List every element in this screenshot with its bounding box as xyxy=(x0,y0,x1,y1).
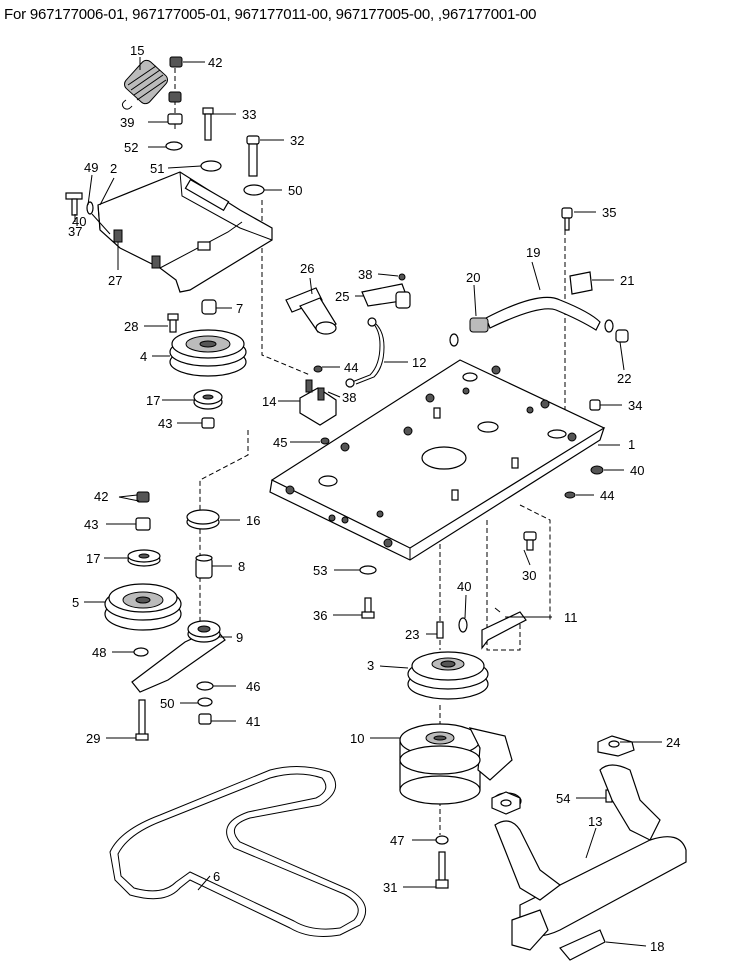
callout-4: 4 xyxy=(140,349,147,364)
callout-52: 52 xyxy=(124,140,138,155)
idler-upper xyxy=(193,389,223,429)
callout-30: 30 xyxy=(522,568,536,583)
callout-40-center: 40 xyxy=(457,579,471,594)
hose-fittings-upper xyxy=(285,273,411,335)
callout-48: 48 xyxy=(92,645,106,660)
callout-44-upper: 44 xyxy=(344,360,358,375)
callout-14: 14 xyxy=(262,394,276,409)
callout-17-lower: 17 xyxy=(86,551,100,566)
leader-lines xyxy=(74,57,662,947)
callout-42-upper: 42 xyxy=(208,55,222,70)
spacer-and-bolt xyxy=(167,299,217,333)
callout-34: 34 xyxy=(628,398,642,413)
callout-3: 3 xyxy=(367,658,374,673)
callout-31: 31 xyxy=(383,880,397,895)
callout-49: 49 xyxy=(84,160,98,175)
callout-47: 47 xyxy=(390,833,404,848)
callout-50-upper: 50 xyxy=(288,183,302,198)
page-title: For 967177006-01, 967177005-01, 96717701… xyxy=(4,6,537,23)
callout-54: 54 xyxy=(556,791,570,806)
callout-18: 18 xyxy=(650,939,664,954)
callout-1: 1 xyxy=(628,437,635,452)
solenoid-and-wire xyxy=(299,317,385,445)
idler-arm xyxy=(131,509,226,741)
callout-38-upper: 38 xyxy=(358,267,372,282)
callout-45: 45 xyxy=(273,435,287,450)
callout-29: 29 xyxy=(86,731,100,746)
callout-35: 35 xyxy=(602,205,616,220)
callout-20: 20 xyxy=(466,270,480,285)
deck-plate xyxy=(269,359,606,561)
callout-22: 22 xyxy=(617,371,631,386)
callout-44-lower: 44 xyxy=(600,488,614,503)
callout-43-lower: 43 xyxy=(84,517,98,532)
spring xyxy=(121,59,168,110)
callout-17-upper: 17 xyxy=(146,393,160,408)
callout-38-lower: 38 xyxy=(342,390,356,405)
callout-51: 51 xyxy=(150,161,164,176)
callout-6: 6 xyxy=(213,869,220,884)
callout-13: 13 xyxy=(588,814,602,829)
callout-26: 26 xyxy=(300,261,314,276)
callout-8: 8 xyxy=(238,559,245,574)
bolt-and-washer xyxy=(359,565,377,619)
callout-25: 25 xyxy=(335,289,349,304)
mount-bracket xyxy=(65,171,273,293)
callout-11: 11 xyxy=(564,610,578,625)
callout-40-right: 40 xyxy=(630,463,644,478)
callout-40-left: 40 xyxy=(72,214,86,229)
callout-36: 36 xyxy=(313,608,327,623)
callout-50-lower: 50 xyxy=(160,696,174,711)
callout-21: 21 xyxy=(620,273,634,288)
exhaust-pipe xyxy=(449,207,629,499)
callout-19: 19 xyxy=(526,245,540,260)
drive-belt xyxy=(109,766,367,937)
callout-2: 2 xyxy=(110,161,117,176)
callout-32: 32 xyxy=(290,133,304,148)
callout-42-lower: 42 xyxy=(94,489,108,504)
callout-33: 33 xyxy=(242,107,256,122)
muffler-assembly xyxy=(491,735,687,961)
callout-46: 46 xyxy=(246,679,260,694)
callout-labels: 1 2 3 4 5 6 7 8 9 10 11 12 13 14 15 16 1… xyxy=(68,43,680,954)
callout-39: 39 xyxy=(120,115,134,130)
pulley-lower xyxy=(407,651,489,700)
callout-27: 27 xyxy=(108,273,122,288)
callout-7: 7 xyxy=(236,301,243,316)
callout-28: 28 xyxy=(124,319,138,334)
callout-16: 16 xyxy=(246,513,260,528)
callout-53: 53 xyxy=(313,563,327,578)
pulley-lower-left xyxy=(104,491,182,631)
callout-23: 23 xyxy=(405,627,419,642)
callout-24: 24 xyxy=(666,735,680,750)
callout-15: 15 xyxy=(130,43,144,58)
callout-9: 9 xyxy=(236,630,243,645)
clutch-bolt xyxy=(435,835,449,889)
pulley-upper xyxy=(169,329,247,377)
callout-10: 10 xyxy=(350,731,364,746)
callout-12: 12 xyxy=(412,355,426,370)
callout-5: 5 xyxy=(72,595,79,610)
callout-43-upper: 43 xyxy=(158,416,172,431)
callout-37: 37 xyxy=(68,224,82,239)
hardware-top-left xyxy=(165,56,265,196)
callout-41: 41 xyxy=(246,714,260,729)
brackets-right xyxy=(436,531,537,650)
